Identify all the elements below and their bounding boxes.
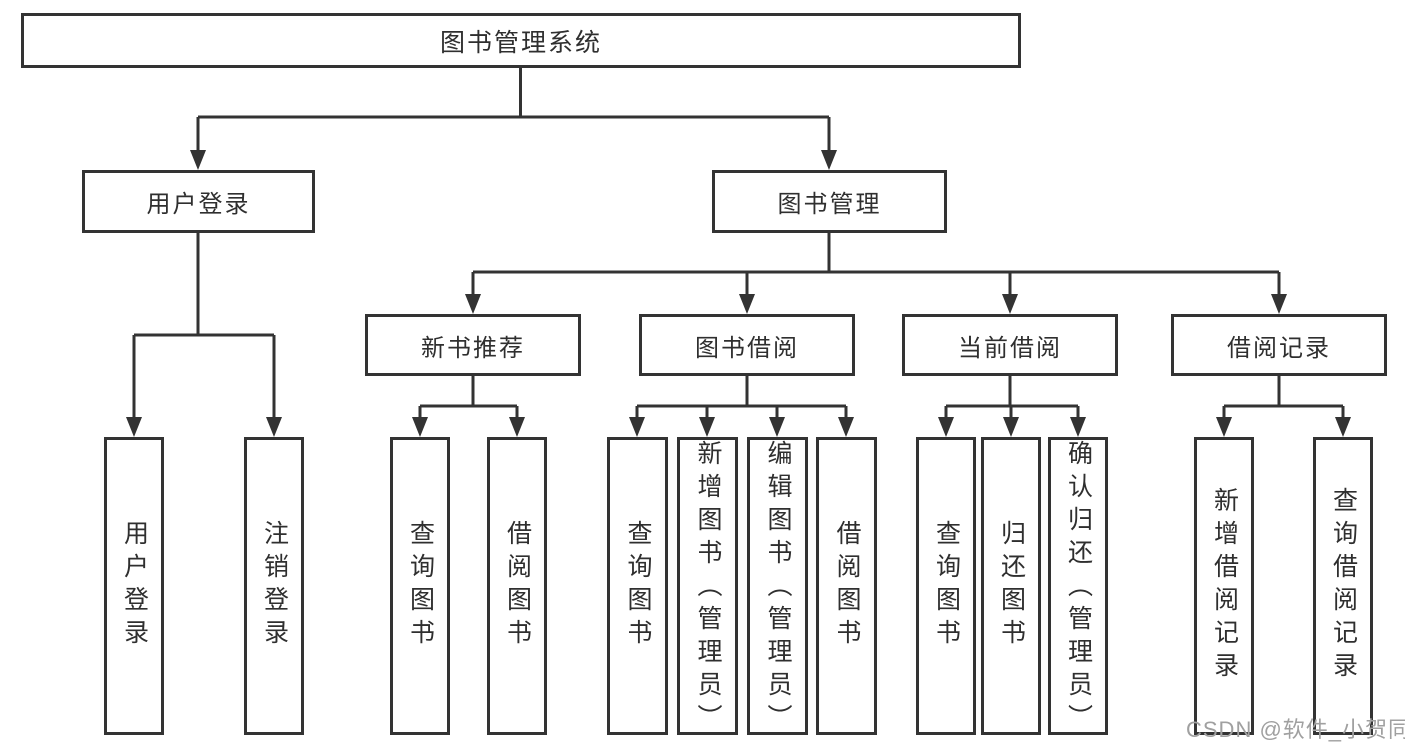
node-label: 借阅记录 [1227,334,1331,362]
node-label: 图书管理 [777,191,882,218]
leaf-query-books-current: 查询图书 [916,437,976,735]
leaf-label: 借阅图书 [503,520,532,652]
leaf-query-books-recommend: 查询图书 [390,437,450,735]
leaf-label: 新增借阅记录 [1210,487,1239,685]
leaf-query-books-borrow: 查询图书 [607,437,668,735]
leaf-return-book: 归还图书 [981,437,1041,735]
node-borrow-records: 借阅记录 [1171,314,1387,376]
leaf-confirm-return-admin: 确认归还（管理员） [1048,437,1108,737]
node-label: 用户登录 [146,191,251,218]
node-label: 新书推荐 [421,334,525,362]
leaf-user-login: 用户登录 [104,437,164,735]
leaf-borrow-books-recommend: 借阅图书 [487,437,547,735]
node-user-login-group: 用户登录 [82,170,315,233]
leaf-label: 确认归还（管理员） [1064,440,1093,737]
leaf-query-borrow-record: 查询借阅记录 [1313,437,1373,735]
leaf-label: 查询图书 [624,520,652,652]
leaf-label: 归还图书 [997,520,1026,652]
node-label: 图书借阅 [695,334,799,362]
leaf-label: 查询图书 [406,520,435,652]
leaf-add-book-admin: 新增图书（管理员） [677,437,738,737]
leaf-label: 新增图书（管理员） [694,440,722,737]
leaf-label: 借阅图书 [833,520,861,652]
leaf-label: 注销登录 [260,520,289,652]
node-book-management: 图书管理 [712,170,947,233]
node-label: 图书管理系统 [439,28,602,57]
node-system-root: 图书管理系统 [21,13,1021,68]
leaf-label: 查询借阅记录 [1329,487,1358,685]
node-label: 当前借阅 [958,334,1062,362]
leaf-add-borrow-record: 新增借阅记录 [1194,437,1254,735]
watermark: CSDN @软件_小贺同学 [1186,717,1405,742]
node-new-book-recommend: 新书推荐 [365,314,581,376]
node-book-borrow: 图书借阅 [639,314,855,376]
leaf-edit-book-admin: 编辑图书（管理员） [747,437,808,737]
leaf-label: 用户登录 [120,520,149,652]
node-current-borrow: 当前借阅 [902,314,1118,376]
leaf-borrow-books-borrow: 借阅图书 [816,437,877,735]
leaf-label: 查询图书 [932,520,961,652]
leaf-logout: 注销登录 [244,437,304,735]
leaf-label: 编辑图书（管理员） [764,440,792,737]
